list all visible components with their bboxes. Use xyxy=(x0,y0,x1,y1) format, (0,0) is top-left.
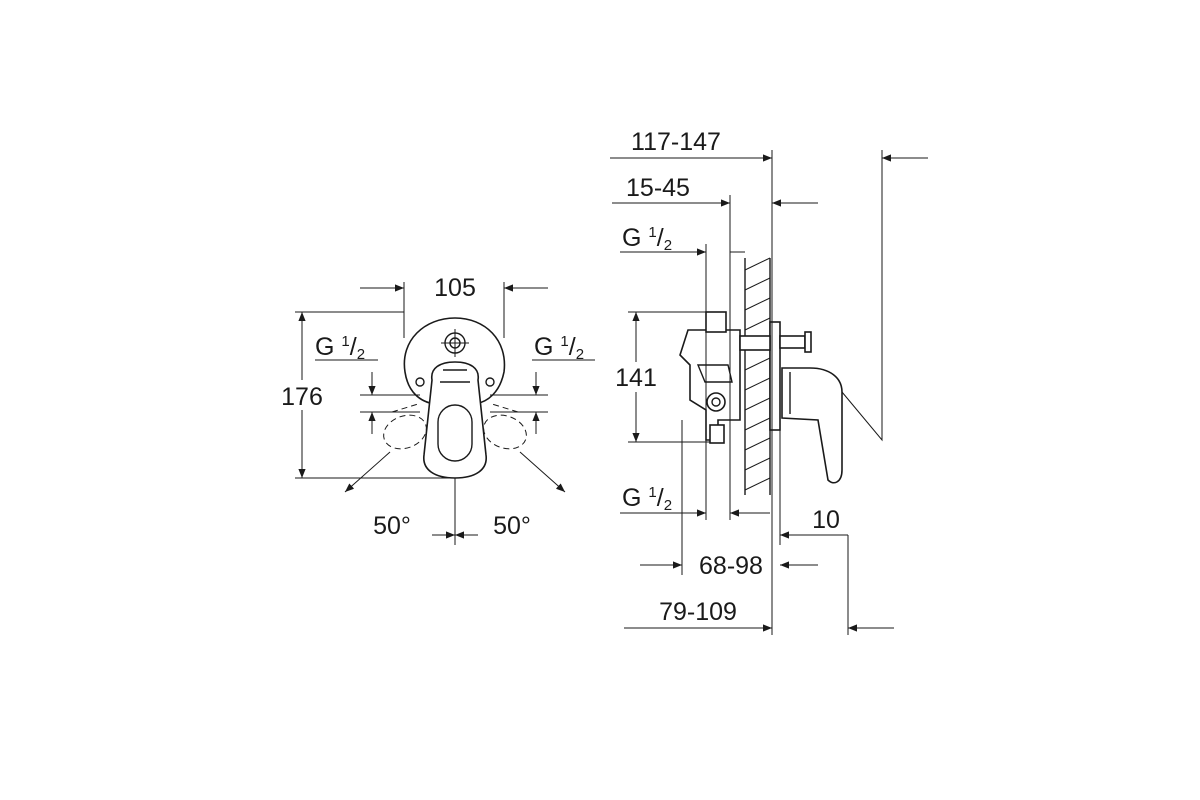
dim-height: 176 xyxy=(281,383,323,411)
thread-right-label: G 1/2 xyxy=(534,333,584,363)
valve-body xyxy=(679,329,741,441)
bottom-outlet xyxy=(709,424,725,444)
thread-left-label: G 1/2 xyxy=(315,333,365,363)
top-outlet xyxy=(705,311,727,333)
cartridge-icon xyxy=(441,329,469,357)
inlet-icon xyxy=(706,392,726,412)
spindle xyxy=(779,335,806,349)
lever-slot xyxy=(437,404,473,462)
dim-depth-min: 15-45 xyxy=(626,174,690,202)
thread-top-label: G 1/2 xyxy=(622,224,672,254)
lever-alt-positions xyxy=(383,403,527,450)
dim-width: 105 xyxy=(434,274,476,302)
dim-depth-mid: 68-98 xyxy=(699,552,763,580)
dim-depth-total: 117-147 xyxy=(631,128,721,156)
front-view: 105 176 G 1/2 G 1/2 50° 50° xyxy=(272,274,595,545)
mounting-flange xyxy=(769,321,781,431)
dim-depth-back: 79-109 xyxy=(659,598,737,626)
handle-profile xyxy=(781,367,843,484)
dim-side-height: 141 xyxy=(615,364,657,392)
wall-section xyxy=(744,257,771,495)
angle-left-label: 50° xyxy=(373,512,411,540)
screw-icon xyxy=(485,377,495,387)
thread-bottom-label: G 1/2 xyxy=(622,484,672,514)
lever-handle xyxy=(423,361,487,479)
side-view: 117-147 15-45 G 1/2 141 G 1/2 10 68-98 xyxy=(606,128,928,635)
angle-right-label: 50° xyxy=(493,512,531,540)
dim-offset: 10 xyxy=(812,506,840,534)
screw-icon xyxy=(415,377,425,387)
escutcheon-plate xyxy=(403,317,506,405)
